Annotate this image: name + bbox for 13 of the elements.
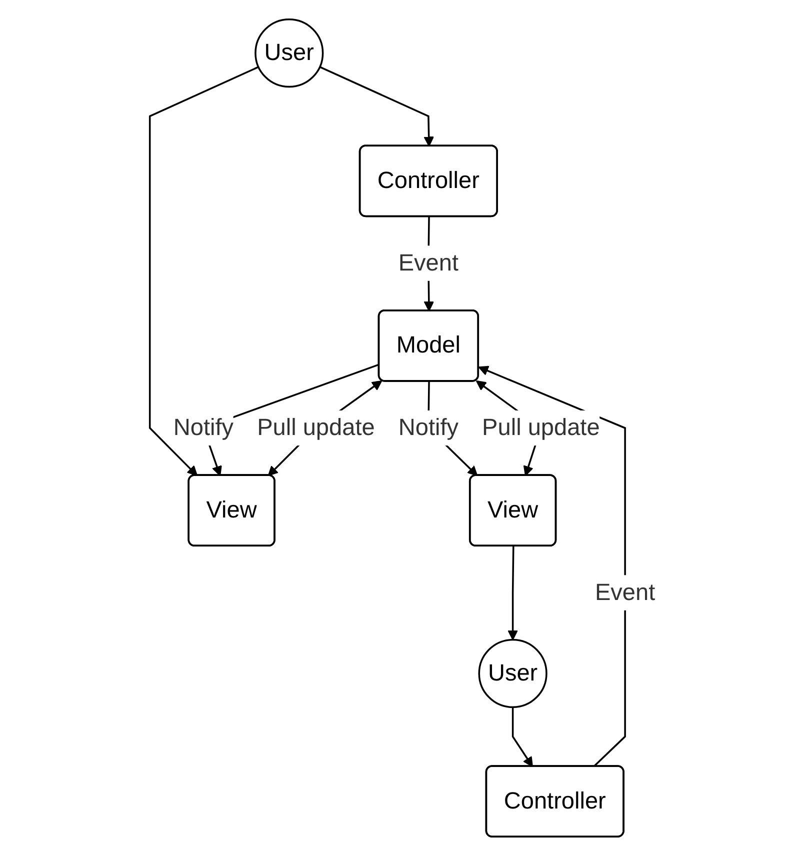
arrow [148, 66, 259, 476]
node-circle: User [254, 18, 324, 88]
arrow [508, 546, 518, 640]
edge-label: Notify [398, 415, 459, 441]
edge-label: Pull update [257, 415, 375, 441]
arrow [319, 66, 434, 147]
edge-label: Notify [173, 415, 234, 441]
arrow [478, 366, 626, 768]
node-circle: User [478, 638, 548, 708]
edge-label: Pull update [482, 415, 600, 441]
edge-label: Event [398, 250, 459, 276]
edge-label: Event [594, 580, 656, 606]
arrow [512, 707, 533, 768]
